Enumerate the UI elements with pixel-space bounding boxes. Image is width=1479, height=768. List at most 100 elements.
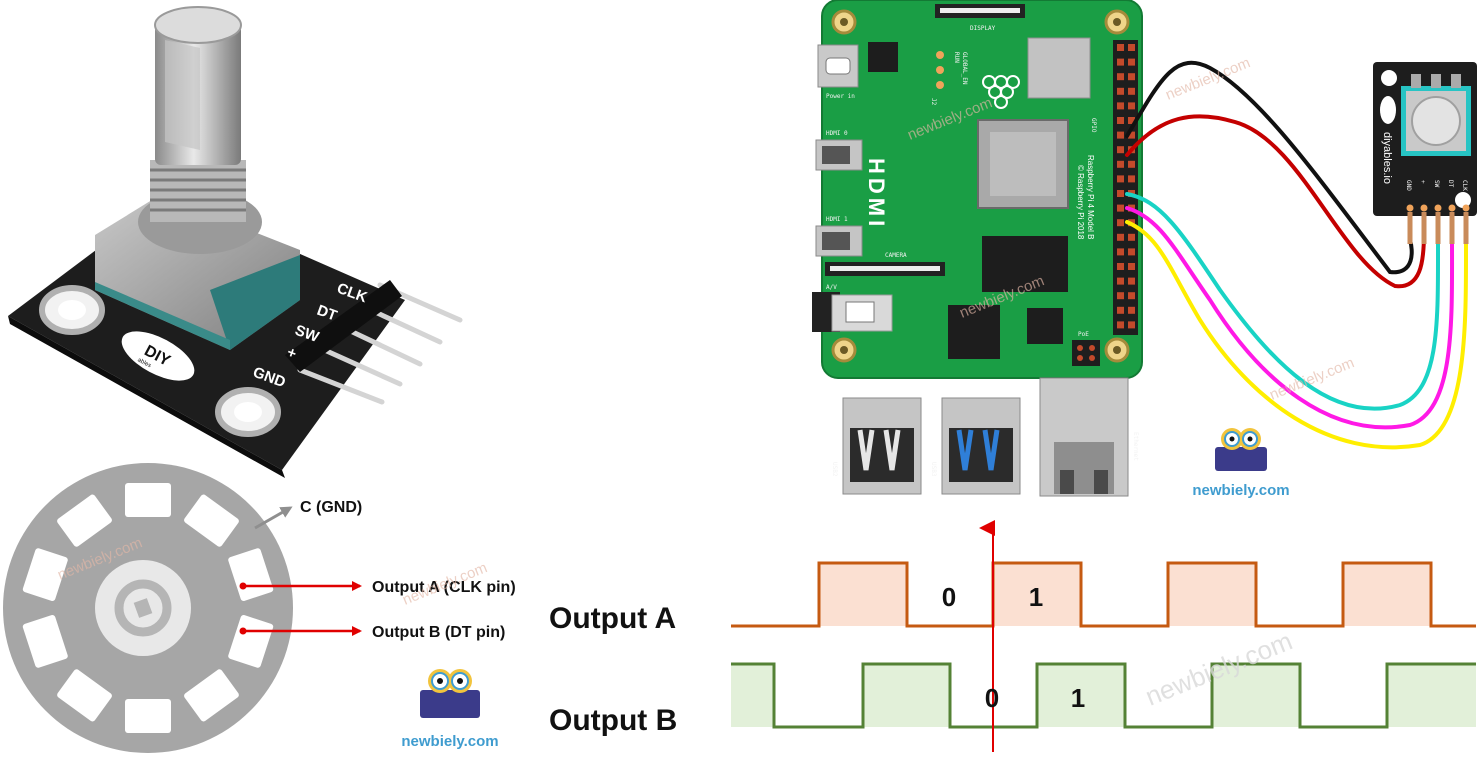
gpio-pin <box>1128 277 1135 285</box>
pin-label-dt: DT <box>315 302 340 325</box>
output-a-waveform <box>731 561 1476 628</box>
usb2-port: USB2 <box>831 397 922 495</box>
encoder-disc: C (GND) Output A (CLK pin) Output B (DT … <box>3 463 516 753</box>
svg-text:GLOBAL_EN: GLOBAL_EN <box>961 52 968 85</box>
gpio-pin <box>1117 204 1124 212</box>
pulse-fill <box>819 563 907 626</box>
pulse-fill <box>1037 664 1125 727</box>
svg-text:HDMI 1: HDMI 1 <box>826 216 848 223</box>
pulse-fill <box>1212 664 1300 727</box>
label-output-a: Output A (CLK pin) <box>372 579 516 596</box>
gpio-pin <box>1117 87 1124 95</box>
gpio-pin <box>1128 102 1135 110</box>
brand-owl-bottom: newbiely.com <box>401 669 499 750</box>
gpio-pin <box>1117 73 1124 81</box>
svg-text:GND: GND <box>1405 180 1412 191</box>
gpio-pin <box>1128 87 1135 95</box>
gnd-arrow <box>254 506 293 530</box>
svg-text:PoE: PoE <box>1078 331 1089 338</box>
svg-text:CAMERA: CAMERA <box>885 252 907 259</box>
gpio-pin <box>1117 160 1124 168</box>
ram-chip <box>1027 37 1091 99</box>
gpio-pin <box>1128 263 1135 270</box>
gpio-pin <box>1117 248 1124 256</box>
gpio-pin <box>1128 306 1135 314</box>
small-encoder-module: diyables.io GND + SW DT CLK <box>1373 62 1477 244</box>
gpio-pin <box>1128 175 1135 183</box>
gpio-pin <box>1128 44 1135 51</box>
gpio-pin <box>1128 292 1135 300</box>
gpio-pin <box>1117 233 1124 241</box>
gpio-pin <box>1128 321 1135 329</box>
output-b-label: Output B <box>549 704 677 737</box>
gpio-pin <box>1117 306 1124 314</box>
gpio-pin <box>1117 292 1124 300</box>
pulse-fill <box>863 664 950 727</box>
board-model-text: Raspberry Pi 4 Model B <box>1086 155 1095 239</box>
disc-slots <box>22 483 274 733</box>
svg-text:RUN: RUN <box>953 52 960 63</box>
hdmi-label: HDMI <box>864 158 889 230</box>
svg-text:Power in: Power in <box>826 93 855 100</box>
gpio-pin <box>1128 131 1135 139</box>
wire-red <box>1125 114 1426 289</box>
gpio-header <box>1113 40 1138 335</box>
output-b-bit-1: 1 <box>1071 683 1085 713</box>
label-gnd: C (GND) <box>300 499 362 516</box>
brand-text-top: newbiely.com <box>1192 482 1289 499</box>
board-copyright-text: © Raspberry Pi 2018 <box>1076 165 1085 240</box>
svg-text:+: + <box>1419 180 1426 184</box>
gpio-pin <box>1117 175 1124 183</box>
gpio-pin <box>1117 263 1124 270</box>
raspberry-logo-icon <box>982 75 1020 109</box>
output-a-label: Output A <box>549 602 676 635</box>
svg-text:USB3: USB3 <box>930 462 937 477</box>
output-a-bit-0: 0 <box>942 582 956 612</box>
output-b-waveform <box>731 662 1476 729</box>
gpio-pin <box>1128 73 1135 81</box>
gpio-pin <box>1128 117 1135 124</box>
gpio-pin <box>1117 146 1124 154</box>
brand-owl-top: newbiely.com <box>1192 428 1290 499</box>
gpio-pin <box>1128 248 1135 256</box>
connection-wires <box>1125 60 1469 450</box>
svg-text:Ethernet: Ethernet <box>1132 432 1139 461</box>
svg-text:A/V: A/V <box>826 284 837 291</box>
gpio-pin <box>1117 131 1124 139</box>
gpio-pin <box>1128 233 1135 241</box>
module-brand-text: diyables.io <box>1381 132 1393 184</box>
pulse-fill <box>1168 563 1256 626</box>
gpio-pin <box>1117 58 1124 66</box>
pulse-fill <box>993 563 1081 626</box>
svg-text:GPIO: GPIO <box>1090 118 1097 133</box>
gpio-pin <box>1128 160 1135 168</box>
raspberry-pi-board: DISPLAY Power in RUN GLOBAL_EN J2 HDMI H… <box>812 0 1143 497</box>
wire-yellow <box>1125 220 1469 450</box>
gpio-pin <box>1117 321 1124 329</box>
svg-text:J2: J2 <box>930 98 937 106</box>
ethernet-port: Ethernet <box>1039 377 1139 497</box>
svg-text:DISPLAY: DISPLAY <box>970 25 996 32</box>
usb3-port: USB3 <box>930 397 1021 495</box>
brand-text-bottom: newbiely.com <box>401 733 498 750</box>
output-b-bit-0: 0 <box>985 683 999 713</box>
gpio-pin <box>1117 277 1124 285</box>
svg-text:USB2: USB2 <box>831 462 838 477</box>
output-a-bit-1: 1 <box>1029 582 1043 612</box>
gpio-pin <box>1117 44 1124 51</box>
gpio-pin <box>1117 102 1124 110</box>
encoder-module: DIY ables CLK DT SW + GND <box>8 6 463 478</box>
gpio-pin <box>1117 219 1124 227</box>
pulse-fill <box>1387 664 1476 727</box>
wire-magenta <box>1125 206 1455 430</box>
gpio-pin <box>1117 190 1124 197</box>
pulse-fill <box>731 664 774 727</box>
svg-text:DT: DT <box>1447 180 1454 188</box>
wire-cyan <box>1125 192 1441 411</box>
signal-timing-diagram: Output A Output B 0 1 0 1 <box>549 520 1476 752</box>
pulse-fill <box>1343 563 1431 626</box>
gpio-pin <box>1128 58 1135 66</box>
svg-text:CLK: CLK <box>1461 180 1468 191</box>
